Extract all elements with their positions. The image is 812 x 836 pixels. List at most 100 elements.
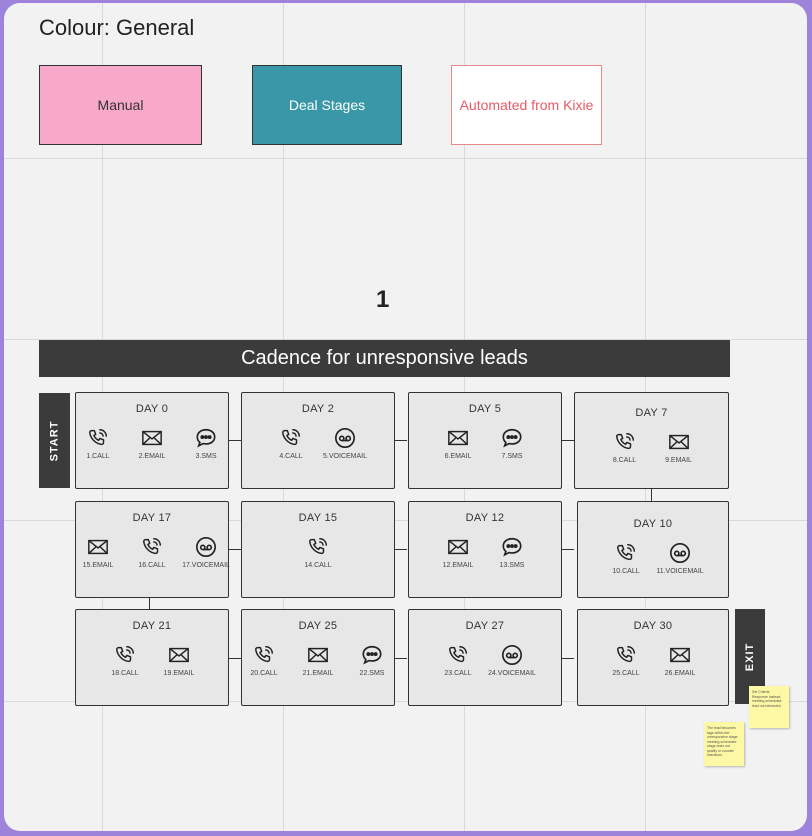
sms-icon [361, 644, 383, 666]
day-card[interactable]: DAY 5 6.EMAIL 7.SMS [408, 392, 562, 489]
activity-phone[interactable]: 25.CALL [606, 644, 646, 677]
sms-icon [501, 536, 523, 558]
activity-label: 16.CALL [138, 562, 166, 569]
activity-sms[interactable]: 3.SMS [186, 427, 226, 460]
sms-icon [195, 427, 217, 449]
whiteboard-canvas[interactable]: Colour: General Manual Deal Stages Autom… [4, 3, 807, 831]
activity-label: 8.CALL [612, 457, 637, 464]
activity-phone[interactable]: 23.CALL [438, 644, 478, 677]
day-card[interactable]: DAY 15 14.CALL [241, 501, 395, 598]
flow-connector [229, 658, 241, 659]
legend-chip-deal-stages[interactable]: Deal Stages [252, 65, 402, 145]
phone-icon [307, 536, 329, 558]
email-icon [307, 644, 329, 666]
activity-phone[interactable]: 1.CALL [78, 427, 118, 460]
email-icon [141, 427, 163, 449]
email-icon [669, 644, 691, 666]
frame-number: 1 [376, 286, 390, 313]
sms-icon [501, 427, 523, 449]
phone-icon [280, 427, 302, 449]
activity-phone[interactable]: 18.CALL [105, 644, 145, 677]
activity-email[interactable]: 19.EMAIL [159, 644, 199, 677]
activity-voicemail[interactable]: 5.VOICEMAIL [323, 427, 367, 460]
phone-icon [141, 536, 163, 558]
activity-label: 11.VOICEMAIL [656, 568, 704, 575]
activity-label: 25.CALL [612, 670, 640, 677]
day-card[interactable]: DAY 21 18.CALL 19.EMAIL [75, 609, 229, 706]
activity-sms[interactable]: 22.SMS [352, 644, 392, 677]
activity-label: 22.SMS [359, 670, 385, 677]
day-card[interactable]: DAY 12 12.EMAIL 13.SMS [408, 501, 562, 598]
activity-label: 20.CALL [250, 670, 278, 677]
activity-label: 6.EMAIL [444, 453, 472, 460]
email-icon [87, 536, 109, 558]
voicemail-icon [195, 536, 217, 558]
activity-email[interactable]: 26.EMAIL [660, 644, 700, 677]
day-title: DAY 5 [468, 403, 502, 415]
start-label: START [48, 420, 61, 461]
flow-connector [562, 549, 574, 550]
flow-connector [562, 440, 574, 441]
activity-label: 4.CALL [279, 453, 303, 460]
activity-voicemail[interactable]: 17.VOICEMAIL [182, 536, 230, 569]
day-card[interactable]: DAY 0 1.CALL 2.EMAIL 3.SMS [75, 392, 229, 489]
flow-connector [149, 598, 150, 609]
activity-sms[interactable]: 7.SMS [492, 427, 532, 460]
email-icon [168, 644, 190, 666]
activity-email[interactable]: 15.EMAIL [78, 536, 118, 569]
flow-connector [395, 440, 407, 441]
activity-email[interactable]: 12.EMAIL [438, 536, 478, 569]
legend-title: Colour: General [39, 15, 195, 40]
legend-chip-automated[interactable]: Automated from Kixie [451, 65, 602, 145]
activity-phone[interactable]: 20.CALL [244, 644, 284, 677]
phone-icon [615, 644, 637, 666]
activity-email[interactable]: 2.EMAIL [132, 427, 172, 460]
phone-icon [87, 427, 109, 449]
phone-icon [615, 542, 637, 564]
activity-email[interactable]: 6.EMAIL [438, 427, 478, 460]
activity-email[interactable]: 21.EMAIL [298, 644, 338, 677]
activity-label: 15.EMAIL [82, 562, 114, 569]
activity-sms[interactable]: 13.SMS [492, 536, 532, 569]
phone-icon [447, 644, 469, 666]
day-title: DAY 12 [465, 512, 505, 524]
email-icon [668, 431, 690, 453]
legend-chip-manual[interactable]: Manual [39, 65, 202, 145]
day-title: DAY 21 [132, 620, 172, 632]
sticky-note[interactable]: Set Criteria Response Instead: meeting s… [749, 686, 789, 728]
day-card[interactable]: DAY 10 10.CALL 11.VOICEMAIL [577, 501, 729, 598]
cadence-banner[interactable]: Cadence for unresponsive leads [39, 340, 730, 377]
start-tab[interactable]: START [39, 393, 70, 488]
day-card[interactable]: DAY 25 20.CALL 21.EMAIL 22.SMS [241, 609, 395, 706]
activity-voicemail[interactable]: 11.VOICEMAIL [656, 542, 704, 575]
activity-label: 14.CALL [304, 562, 332, 569]
phone-icon [253, 644, 275, 666]
email-icon [447, 427, 469, 449]
activity-label: 12.EMAIL [442, 562, 474, 569]
day-card[interactable]: DAY 27 23.CALL 24.VOICEMAIL [408, 609, 562, 706]
day-card[interactable]: DAY 17 15.EMAIL 16.CALL 17.VOICEMAIL [75, 501, 230, 598]
day-card[interactable]: DAY 7 8.CALL 9.EMAIL [574, 392, 729, 489]
activity-phone[interactable]: 16.CALL [132, 536, 172, 569]
flow-connector [562, 658, 574, 659]
activity-label: 3.SMS [195, 453, 217, 460]
activity-voicemail[interactable]: 24.VOICEMAIL [488, 644, 536, 677]
activity-label: 24.VOICEMAIL [488, 670, 536, 677]
day-card[interactable]: DAY 2 4.CALL 5.VOICEMAIL [241, 392, 395, 489]
flow-connector [395, 549, 407, 550]
sticky-note[interactable]: The lead becomes tags within the unrespo… [704, 722, 744, 766]
activity-phone[interactable]: 8.CALL [605, 431, 645, 464]
activity-phone[interactable]: 10.CALL [606, 542, 646, 575]
phone-icon [114, 644, 136, 666]
voicemail-icon [334, 427, 356, 449]
day-card[interactable]: DAY 30 25.CALL 26.EMAIL [577, 609, 729, 706]
day-title: DAY 30 [633, 620, 673, 632]
activity-email[interactable]: 9.EMAIL [659, 431, 699, 464]
day-title: DAY 0 [135, 403, 169, 415]
day-title: DAY 17 [132, 512, 172, 524]
flow-connector [229, 549, 241, 550]
activity-label: 10.CALL [612, 568, 640, 575]
activity-phone[interactable]: 14.CALL [298, 536, 338, 569]
day-title: DAY 7 [635, 407, 668, 419]
activity-phone[interactable]: 4.CALL [271, 427, 311, 460]
